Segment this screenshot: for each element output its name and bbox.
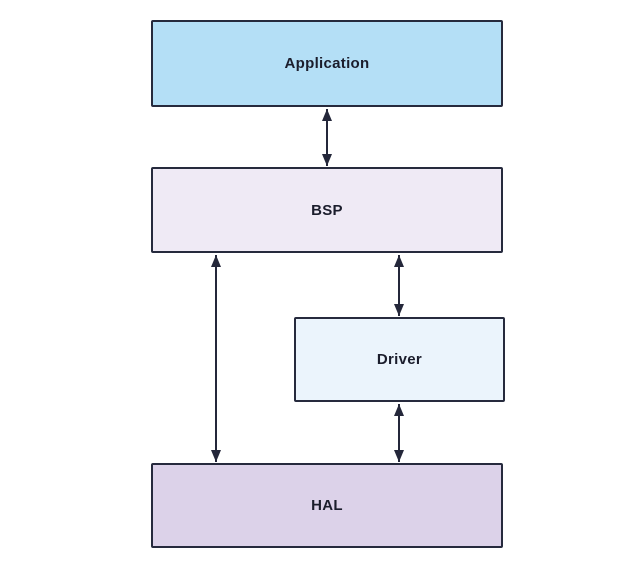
bsp-label: BSP [311, 201, 343, 219]
bsp-box: BSP [151, 167, 503, 253]
hal-box: HAL [151, 463, 503, 548]
arrow-bsp-driver [394, 255, 404, 316]
arrow-driver-hal [394, 404, 404, 462]
arrow-bsp-hal [211, 255, 221, 462]
application-label: Application [284, 55, 370, 72]
arrow-application-bsp [322, 109, 332, 166]
hal-label: HAL [311, 497, 343, 514]
driver-label: Driver [376, 351, 423, 368]
driver-box: Driver [294, 317, 505, 402]
application-box: Application [151, 20, 503, 107]
